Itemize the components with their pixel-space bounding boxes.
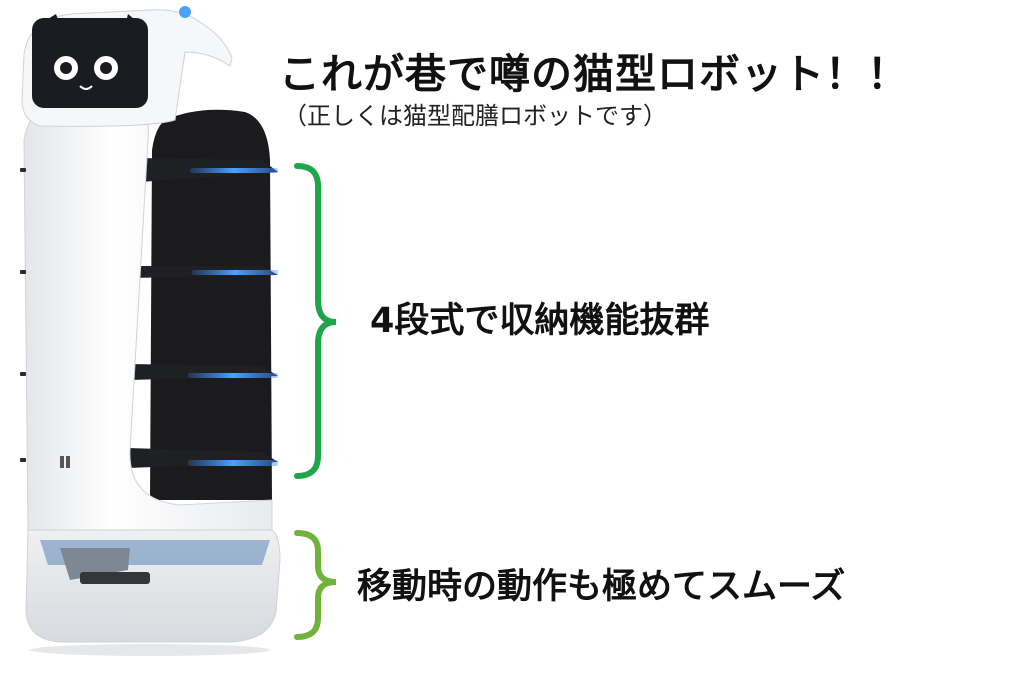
tray-shelves bbox=[126, 158, 278, 468]
base-bracket bbox=[294, 530, 337, 640]
cat-robot-illustration bbox=[20, 6, 281, 656]
tray-back-panel bbox=[150, 109, 272, 500]
storage-callout: 4段式で収納機能抜群 bbox=[370, 301, 710, 341]
headline-title: これが巷で噂の猫型ロボット！！ bbox=[279, 50, 909, 98]
tray-bracket bbox=[294, 163, 337, 479]
movement-callout: 移動時の動作も極めてスムーズ bbox=[357, 567, 846, 607]
headline-subtitle: （正しくは猫型配膳ロボットです） bbox=[283, 102, 667, 130]
cat-face-icon bbox=[54, 56, 118, 90]
face-screen bbox=[32, 18, 148, 108]
